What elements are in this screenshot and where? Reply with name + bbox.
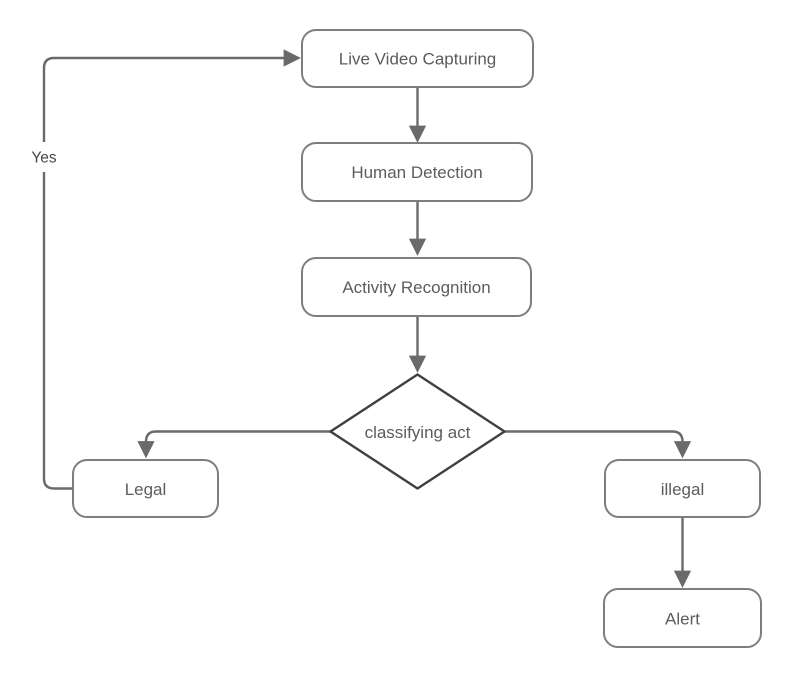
node-live-video-capturing-shape	[301, 29, 534, 88]
node-legal: Legal	[72, 459, 219, 518]
node-classifying-act-label: classifying act	[365, 423, 471, 442]
edge-classify-to-legal	[137, 430, 331, 459]
node-human-detection-shape	[301, 142, 533, 202]
edge-label-yes: Yes	[26, 142, 64, 172]
node-activity-recognition-label: Activity Recognition	[342, 278, 490, 297]
edge-label-yes-text: Yes	[31, 150, 57, 167]
node-classifying-act-shape	[329, 373, 506, 490]
edge-label-yes-background	[26, 142, 64, 172]
node-live-video-capturing: Live Video Capturing	[301, 29, 534, 88]
node-alert: Alert	[603, 588, 762, 648]
node-human-detection-label: Human Detection	[351, 163, 482, 182]
edge-classify-to-illegal	[504, 430, 692, 459]
node-activity-recognition: Activity Recognition	[301, 257, 532, 317]
node-human-detection: Human Detection	[301, 142, 533, 202]
node-alert-label: Alert	[665, 609, 700, 628]
edge-legal-to-capture-yes-loop	[42, 49, 301, 490]
node-classifying-act: classifying act	[329, 373, 506, 490]
node-live-video-capturing-label: Live Video Capturing	[339, 49, 497, 68]
node-legal-label: Legal	[125, 480, 167, 499]
node-illegal-label: illegal	[661, 480, 704, 499]
node-illegal: illegal	[604, 459, 761, 518]
node-alert-shape	[603, 588, 762, 648]
node-activity-recognition-shape	[301, 257, 532, 317]
node-legal-shape	[72, 459, 219, 518]
node-illegal-shape	[604, 459, 761, 518]
